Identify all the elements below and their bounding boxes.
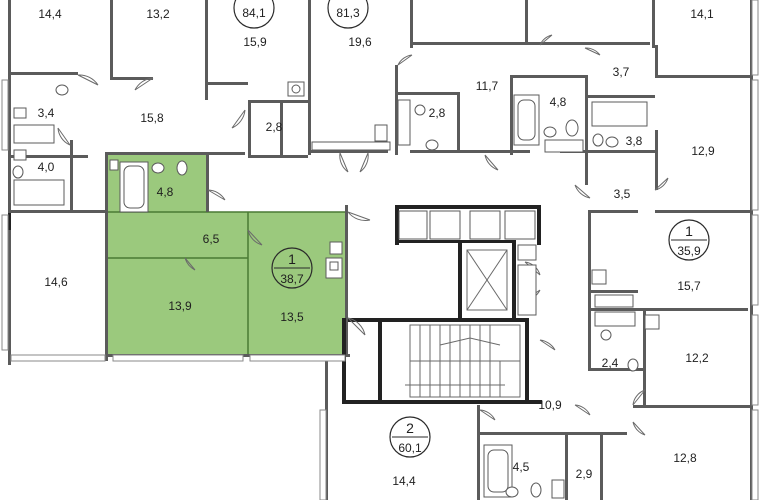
apartment-area: 84,1 xyxy=(242,6,266,20)
room-area-label: 4,8 xyxy=(550,95,567,109)
fixtures xyxy=(12,81,660,499)
apartment-area: 81,3 xyxy=(336,6,360,20)
room-area-label: 12,8 xyxy=(673,451,697,465)
apartment-area: 38,7 xyxy=(280,272,304,286)
apartment-markers[interactable]: 1 38,7 1 35,9 2 60,1 84,1 81,3 xyxy=(233,0,710,458)
room-area-label: 3,4 xyxy=(38,106,55,120)
apartment-area: 60,1 xyxy=(398,441,422,455)
room-area-label: 2,4 xyxy=(602,356,619,370)
apartment-rooms: 1 xyxy=(685,223,693,239)
room-area-label: 4,0 xyxy=(38,160,55,174)
apartment-marker-partial-mid[interactable]: 81,3 xyxy=(327,0,369,29)
room-area-label: 6,5 xyxy=(203,232,220,246)
room-area-label: 14,4 xyxy=(38,7,62,21)
apartment-marker-1[interactable]: 1 35,9 xyxy=(668,219,710,261)
apartment-marker-2[interactable]: 2 60,1 xyxy=(389,416,431,458)
room-area-label: 13,9 xyxy=(168,299,192,313)
staircase xyxy=(405,324,521,398)
room-area-label: 10,9 xyxy=(538,398,562,412)
apartment-marker-partial-left[interactable]: 84,1 xyxy=(233,0,275,29)
room-area-label: 2,8 xyxy=(266,120,283,134)
room-area-label: 12,2 xyxy=(685,351,709,365)
apartment-marker-1-highlighted[interactable]: 1 38,7 xyxy=(271,247,313,289)
room-area-label: 2,8 xyxy=(429,106,446,120)
highlighted-apartment[interactable] xyxy=(108,155,348,354)
room-area-label: 15,7 xyxy=(677,279,701,293)
elevator-shaft xyxy=(466,249,508,311)
room-area-label: 11,7 xyxy=(476,79,499,93)
apartment-area: 35,9 xyxy=(677,244,701,258)
room-area-label: 13,2 xyxy=(146,7,170,21)
apartment-rooms: 1 xyxy=(288,251,296,267)
room-area-label: 3,7 xyxy=(613,65,630,79)
room-area-label: 19,6 xyxy=(348,35,372,49)
room-area-label: 3,5 xyxy=(614,187,631,201)
room-area-label: 12,9 xyxy=(691,144,715,158)
doors xyxy=(57,34,669,436)
room-area-label: 15,9 xyxy=(243,35,267,49)
room-area-label: 14,1 xyxy=(690,7,714,21)
room-area-label: 4,8 xyxy=(157,185,174,199)
room-area-label: 13,5 xyxy=(280,310,304,324)
room-labels: 14,4 13,2 15,9 19,6 14,1 3,4 15,8 2,8 11… xyxy=(38,7,715,488)
apartment-rooms: 2 xyxy=(406,420,414,436)
room-area-label: 2,9 xyxy=(576,467,593,481)
room-area-label: 14,6 xyxy=(44,275,68,289)
room-area-label: 4,5 xyxy=(513,460,530,474)
room-area-label: 3,8 xyxy=(626,134,643,148)
room-area-label: 14,4 xyxy=(392,474,416,488)
room-area-label: 15,8 xyxy=(140,111,164,125)
